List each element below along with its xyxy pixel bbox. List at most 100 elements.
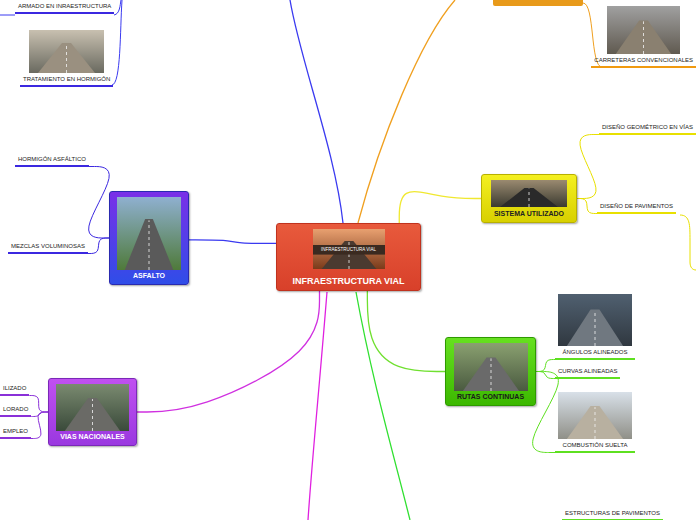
branch-line: [356, 292, 410, 520]
subtopic-label: COMBUSTIÓN SUELTA: [555, 391, 635, 453]
photo: [558, 392, 632, 439]
connector: [399, 192, 481, 223]
photo: [29, 30, 104, 73]
subtopic-text: CARRETERAS CONVENCIONALES: [594, 57, 693, 65]
photo-ground: [313, 229, 385, 269]
photo: [607, 6, 680, 54]
subtopic-label: ESTRUCTURAS DE PAVIMENTOS: [562, 509, 663, 520]
subtopic-text: CURVAS ALINEADAS: [558, 368, 617, 376]
photo-ground: [454, 343, 528, 391]
subtopic-label: DISEÑO DE PAVIMENTOS: [597, 202, 676, 214]
photo-ground: [117, 197, 181, 270]
photo-frame: [558, 392, 632, 439]
branch-line: [290, 0, 343, 223]
subtopic-label: TRATAMIENTO EN HORMIGÓN: [20, 29, 113, 87]
connector: [89, 167, 110, 239]
picture-caption: INFRAESTRUCTURA VIAL: [313, 248, 385, 253]
branch-line: [358, 0, 455, 223]
topic-title: SISTEMA UTILIZADO: [494, 210, 564, 218]
subtopic-label: HORMIGÓN ASFÁLTICO: [15, 155, 89, 167]
branch-line: [680, 215, 696, 270]
topic-title: INFRAESTRUCTURA VIAL: [292, 276, 404, 286]
photo-frame: [558, 294, 632, 346]
subtopic-text: MEZCLAS VOLUMINOSAS: [11, 243, 85, 251]
photo-frame: [56, 384, 129, 431]
road-marking: [643, 21, 644, 54]
road-marking: [149, 220, 150, 270]
photo-frame: [491, 180, 567, 207]
photo-frame: [454, 343, 528, 391]
photo: [558, 294, 632, 346]
connector: [137, 291, 320, 412]
photo-ground: [56, 384, 129, 431]
branch-line: [0, 15, 15, 16]
subtopic-label: LORADO: [0, 405, 31, 417]
subtopic-label: CURVAS ALINEADAS: [555, 367, 620, 379]
photo-frame: [29, 30, 104, 73]
road-shape: [567, 310, 623, 346]
subtopic-text: DISEÑO GEOMÉTRICO EN VÍAS: [602, 124, 693, 132]
connector: [577, 135, 599, 199]
topic-box: VIAS NACIONALES: [48, 378, 137, 446]
road-marking: [595, 311, 596, 346]
connector: [536, 360, 555, 372]
road-shape: [567, 406, 623, 439]
title-band: [313, 245, 385, 255]
road-marking: [529, 189, 530, 207]
photo-frame: INFRAESTRUCTURA VIAL: [313, 229, 385, 269]
subtopic-text: LORADO: [3, 406, 28, 414]
photo-ground: [558, 392, 632, 439]
road-marking: [490, 358, 491, 391]
connector: [189, 240, 276, 244]
subtopic-label: EMPLEO: [0, 427, 31, 439]
road-marking: [595, 407, 596, 439]
road-shape: [38, 43, 95, 73]
topic-title: VIAS NACIONALES: [60, 433, 125, 441]
subtopic-label: ARMADO EN INRAESTRUCTURA: [15, 2, 114, 14]
branch-line: [308, 292, 327, 520]
photo-frame: [117, 197, 181, 270]
photo: [117, 197, 181, 270]
photo-ground: [558, 294, 632, 346]
photo-ground: [491, 180, 567, 207]
branch-line: [114, 0, 121, 15]
topic-box-partial: [493, 0, 583, 6]
road-shape: [125, 219, 174, 270]
photo: [454, 343, 528, 391]
subtopic-text: EMPLEO: [3, 428, 28, 436]
subtopic-text: ARMADO EN INRAESTRUCTURA: [18, 3, 111, 11]
subtopic-label: DISEÑO GEOMÉTRICO EN VÍAS: [599, 123, 696, 135]
connector: [88, 238, 109, 254]
connector: [577, 199, 597, 214]
subtopic-text: HORMIGÓN ASFÁLTICO: [18, 156, 86, 164]
subtopic-text: ILIZADO: [3, 385, 26, 393]
road-marking: [66, 44, 67, 73]
subtopic-text: ÁNGULOS ALINEADOS: [562, 349, 627, 357]
connector: [367, 291, 445, 372]
photo: [491, 180, 567, 207]
road-shape: [500, 188, 558, 207]
connector: [31, 412, 48, 417]
road-shape: [462, 357, 518, 391]
topic-box: RUTAS CONTINUAS: [445, 337, 536, 406]
subtopic-text: COMBUSTIÓN SUELTA: [563, 442, 628, 450]
topic-title: RUTAS CONTINUAS: [457, 393, 524, 401]
photo: [56, 384, 129, 431]
connector: [29, 396, 48, 413]
photo-frame: [607, 6, 680, 54]
central-topic: INFRAESTRUCTURA VIAL INFRAESTRUCTURA VIAL: [276, 223, 421, 291]
subtopic-text: TRATAMIENTO EN HORMIGÓN: [23, 76, 110, 84]
subtopic-label: CARRETERAS CONVENCIONALES: [591, 5, 696, 68]
subtopic-label: ILIZADO: [0, 384, 29, 396]
photo-ground: [29, 30, 104, 73]
topic-box: SISTEMA UTILIZADO: [481, 174, 577, 223]
subtopic-text: DISEÑO DE PAVIMENTOS: [600, 203, 673, 211]
topic-title: ASFALTO: [133, 272, 165, 280]
subtopic-text: ESTRUCTURAS DE PAVIMENTOS: [565, 510, 660, 518]
connector: [31, 412, 48, 439]
subtopic-label: ÁNGULOS ALINEADOS: [555, 293, 635, 360]
road-shape: [616, 20, 671, 54]
topic-box: ASFALTO: [109, 191, 189, 285]
